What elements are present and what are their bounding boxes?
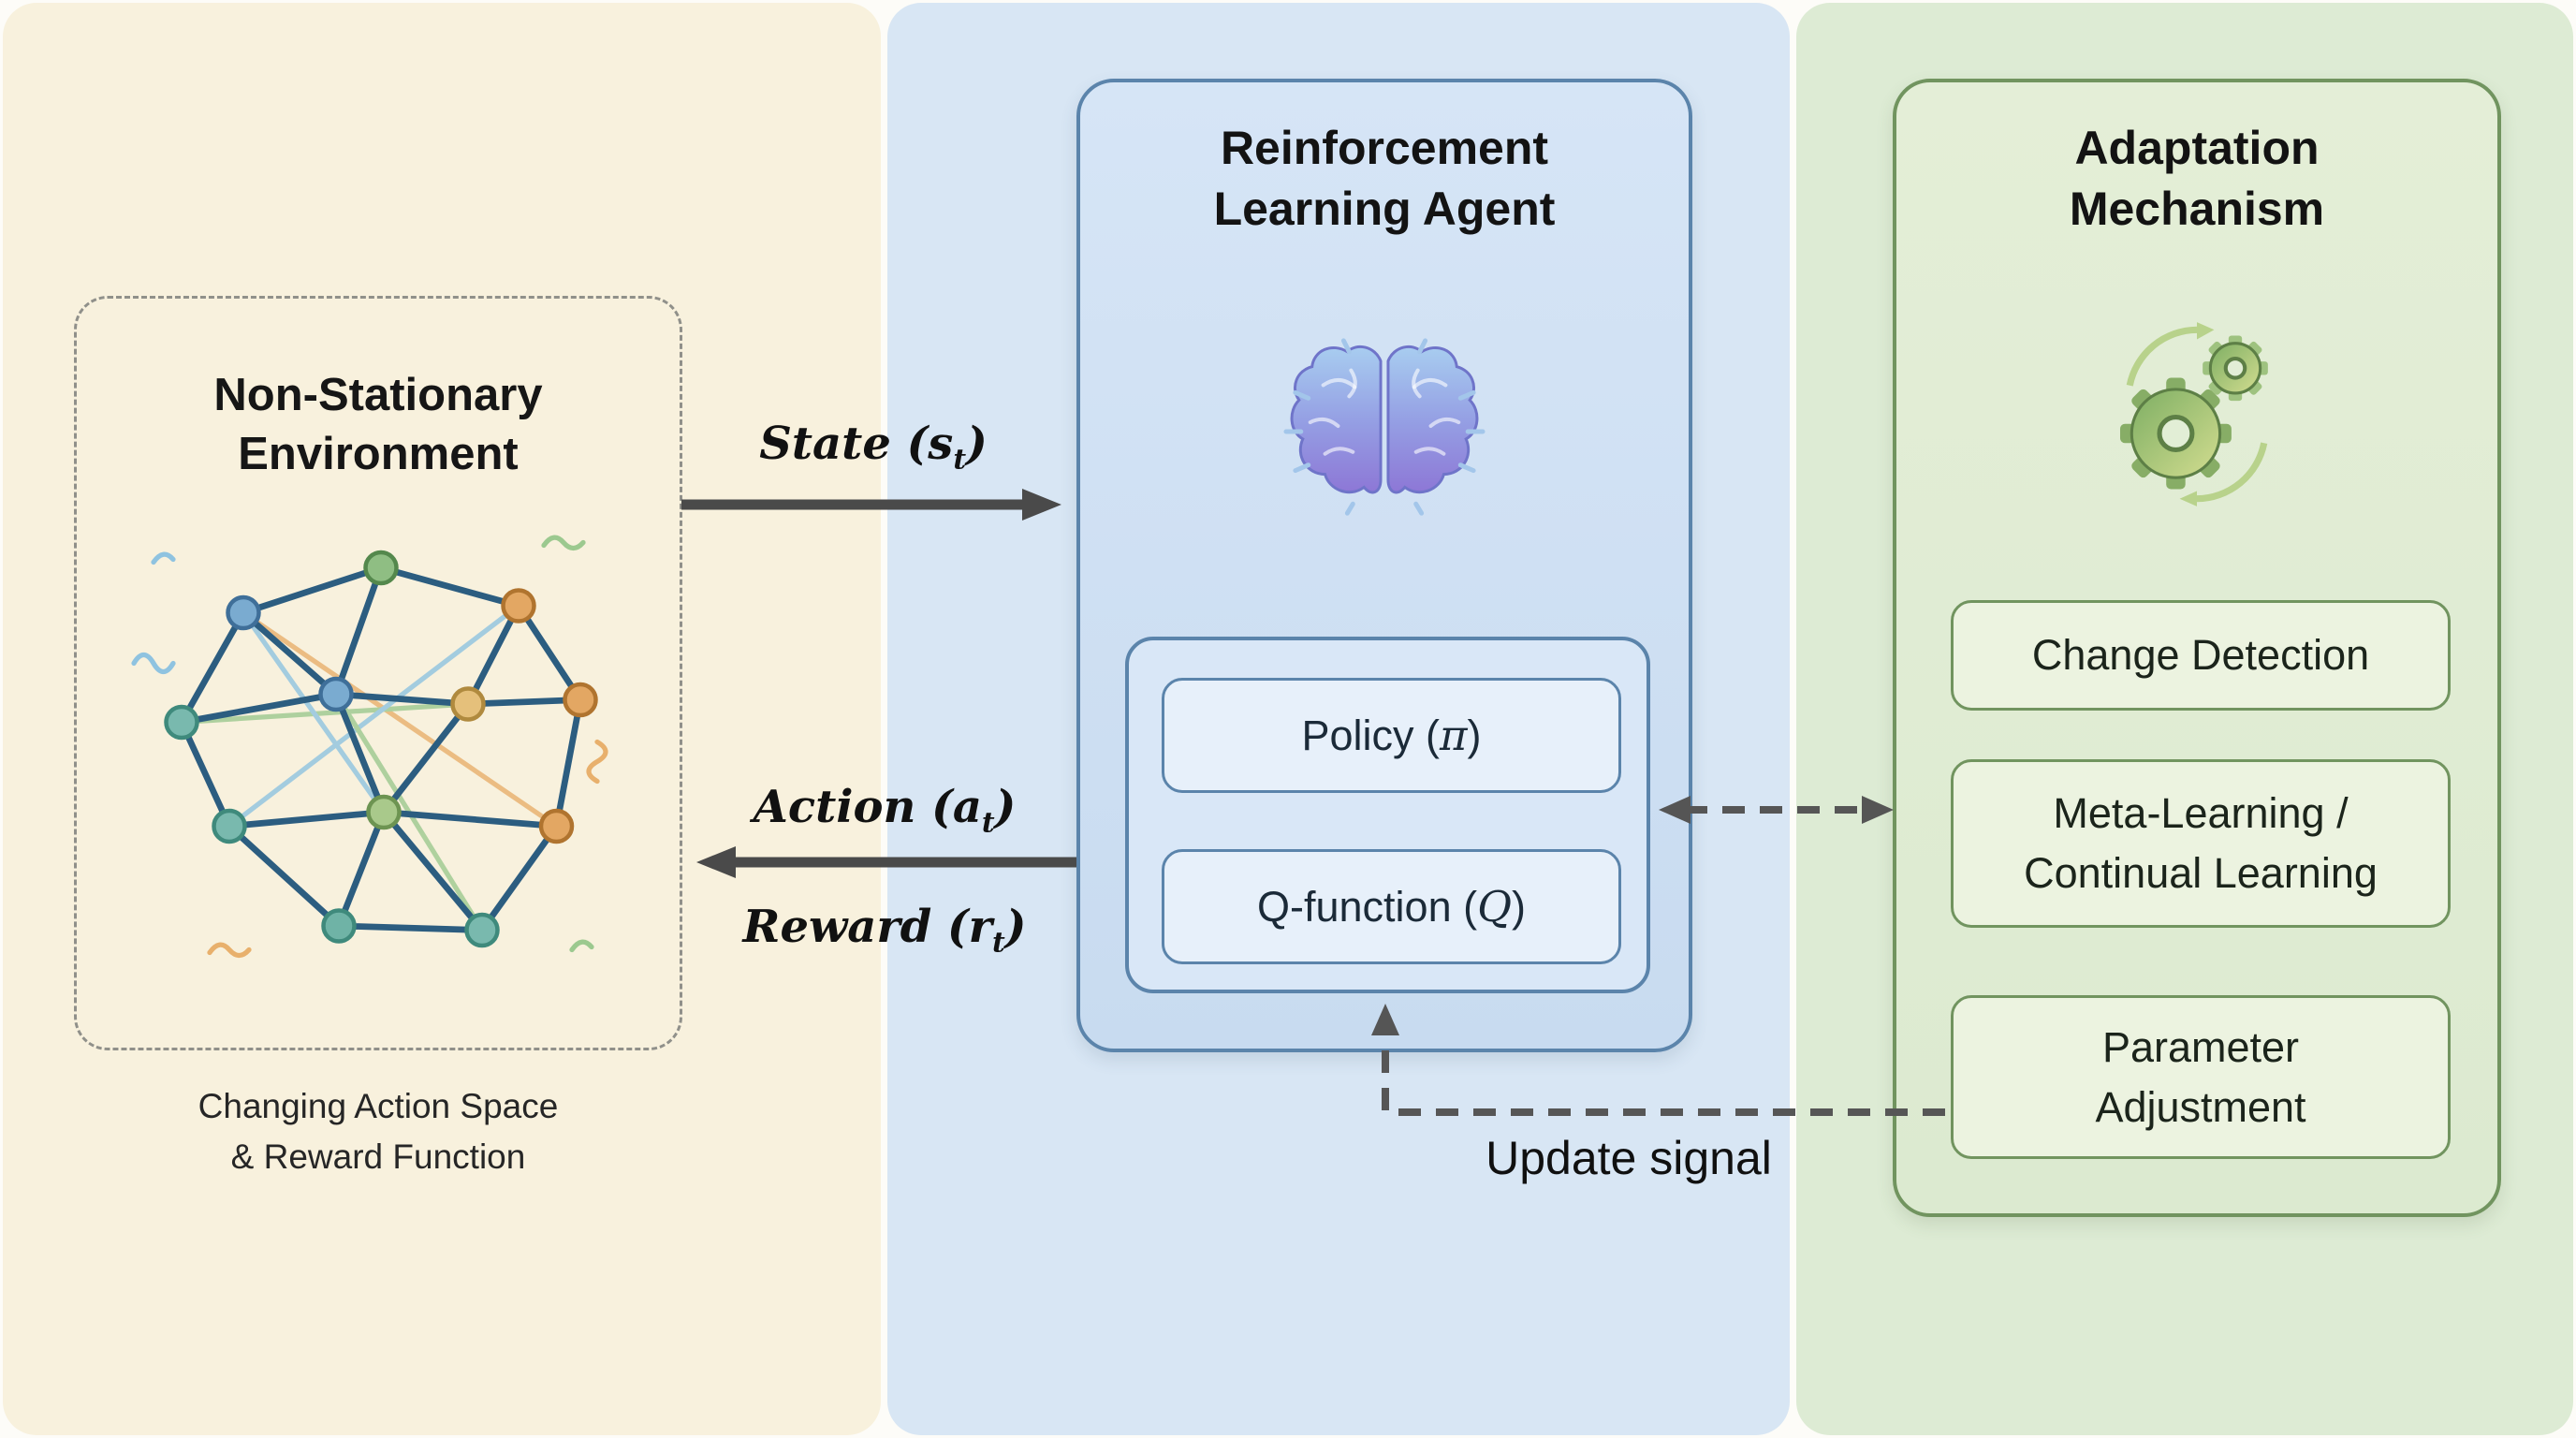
- qfunction-box: Q-function (Q): [1162, 849, 1621, 964]
- gear-large: [2119, 377, 2232, 490]
- network-edges: [178, 565, 584, 933]
- agent-core-box: Policy (π) Q-function (Q): [1125, 637, 1650, 993]
- network-colored-links: [181, 603, 558, 932]
- environment-title-line2: Environment: [238, 428, 519, 479]
- environment-title-line1: Non-Stationary: [213, 370, 543, 420]
- gears-icon: [2119, 322, 2268, 506]
- agent-box: Reinforcement Learning Agent: [1076, 79, 1692, 1052]
- adaptation-title-line1: Adaptation: [2074, 122, 2320, 174]
- environment-panel: Non-Stationary Environment: [3, 3, 881, 1435]
- parameter-adjustment-label: Parameter Adjustment: [2095, 1022, 2306, 1131]
- meta-learning-label: Meta-Learning / Continual Learning: [2024, 789, 2378, 897]
- change-detection-box: Change Detection: [1951, 600, 2451, 711]
- agent-title: Reinforcement Learning Agent: [1080, 118, 1689, 240]
- parameter-adjustment-box: Parameter Adjustment: [1951, 995, 2451, 1159]
- update-signal-label: Update signal: [1486, 1132, 1772, 1184]
- action-arrow-label: Action (at): [753, 781, 1017, 840]
- state-arrow-label: State (st): [759, 418, 988, 477]
- agent-title-line1: Reinforcement: [1220, 122, 1549, 174]
- adaptation-panel: Adaptation Mechanism: [1796, 3, 2573, 1435]
- reward-arrow-label: Reward (rt): [742, 901, 1027, 960]
- brain-rays: [1283, 338, 1486, 516]
- environment-caption-line2: & Reward Function: [230, 1137, 526, 1176]
- policy-box: Policy (π): [1162, 678, 1621, 793]
- network-nodes: [164, 550, 598, 948]
- environment-title: Non-Stationary Environment: [77, 366, 680, 483]
- agent-panel: Reinforcement Learning Agent: [887, 3, 1790, 1435]
- adaptation-box: Adaptation Mechanism: [1893, 79, 2501, 1217]
- adaptation-title-line2: Mechanism: [2069, 183, 2325, 235]
- environment-caption: Changing Action Space & Reward Function: [74, 1081, 682, 1181]
- adaptation-title: Adaptation Mechanism: [1896, 118, 2497, 240]
- meta-learning-box: Meta-Learning / Continual Learning: [1951, 759, 2451, 928]
- network-squiggles: [131, 535, 608, 959]
- qfunction-label: Q-function (Q): [1257, 882, 1526, 932]
- gear-small: [2203, 335, 2268, 402]
- change-detection-label: Change Detection: [2031, 631, 2370, 680]
- agent-title-line2: Learning Agent: [1213, 183, 1556, 235]
- brain-icon: [1283, 338, 1486, 516]
- network-graph-icon: [131, 535, 608, 959]
- policy-label: Policy (π): [1301, 711, 1482, 760]
- environment-caption-line1: Changing Action Space: [198, 1087, 559, 1125]
- environment-box: Non-Stationary Environment: [74, 296, 682, 1050]
